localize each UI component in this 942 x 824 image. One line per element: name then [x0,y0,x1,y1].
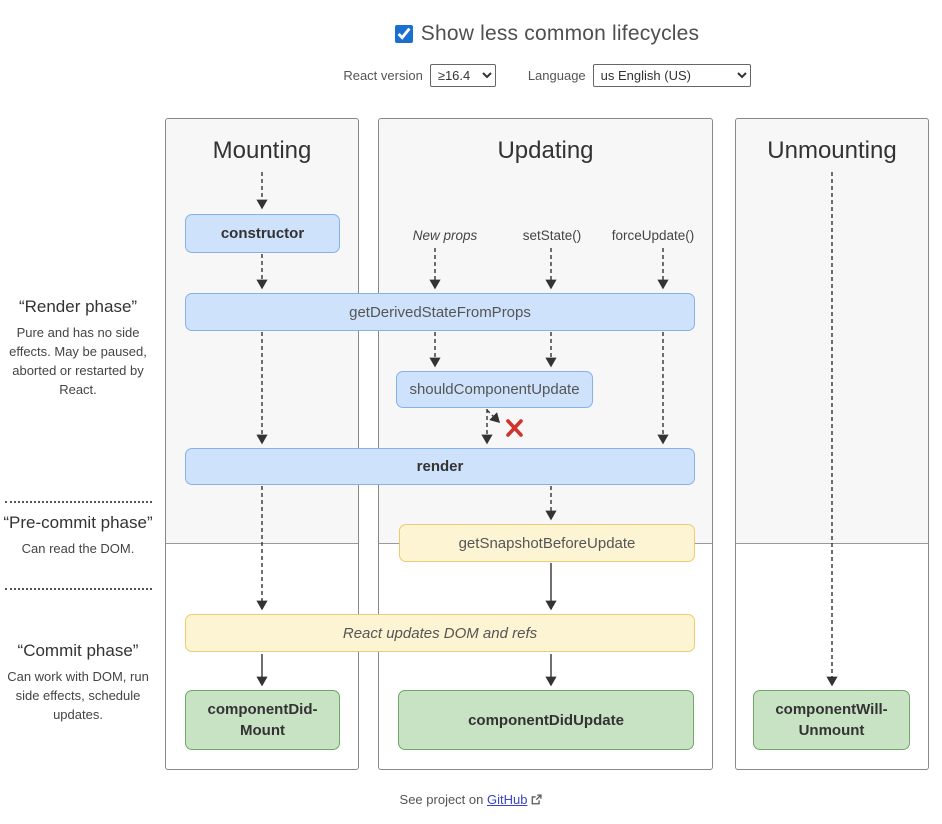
component-will-unmount-node[interactable]: componentWill- Unmount [753,690,910,750]
component-did-mount-node[interactable]: componentDid- Mount [185,690,340,750]
trigger-setstate: setState() [522,228,582,243]
show-less-common-lifecycles-checkbox[interactable] [394,25,413,43]
react-version-label: React version [343,68,423,83]
render-phase-background [736,119,928,544]
footer: See project on GitHub [0,792,942,807]
pre-commit-phase-label: “Pre-commit phase” Can read the DOM. [2,512,154,558]
render-phase-description: Pure and has no side effects. May be pau… [9,325,147,397]
get-snapshot-before-update-node[interactable]: getSnapshotBeforeUpdate [399,524,695,562]
constructor-node[interactable]: constructor [185,214,340,253]
commit-phase-description: Can work with DOM, run side effects, sch… [7,669,149,722]
column-title-updating: Updating [497,137,594,164]
footer-text: See project on [399,792,487,807]
phase-divider [5,501,152,503]
pre-commit-phase-title: “Pre-commit phase” [3,513,153,532]
column-title-mounting: Mounting [212,137,312,164]
column-title-unmounting: Unmounting [767,137,897,164]
react-updates-dom-node: React updates DOM and refs [185,614,695,652]
phase-divider [5,588,152,590]
external-link-icon [532,794,542,805]
language-select[interactable]: us English (US) [592,64,751,87]
header: Show less common lifecycles [165,22,929,46]
render-phase-label: “Render phase” Pure and has no side effe… [2,296,154,399]
show-less-common-lifecycles-label[interactable]: Show less common lifecycles [420,22,700,45]
commit-phase-label: “Commit phase” Can work with DOM, run si… [2,640,154,724]
pre-commit-phase-description: Can read the DOM. [21,541,135,556]
language-label: Language [527,68,586,83]
should-component-update-node[interactable]: shouldComponentUpdate [396,371,593,408]
get-derived-state-from-props-node[interactable]: getDerivedStateFromProps [185,293,695,331]
controls-row: React version ≥16.4 Language us English … [165,64,929,87]
column-updating: Updating [378,118,713,770]
trigger-new-props: New props [412,228,478,243]
render-node[interactable]: render [185,448,695,485]
react-version-select[interactable]: ≥16.4 [429,64,496,87]
github-link[interactable]: GitHub [486,792,528,807]
component-did-update-node[interactable]: componentDidUpdate [398,690,694,750]
trigger-forceupdate: forceUpdate() [611,228,695,243]
commit-phase-title: “Commit phase” [17,641,139,660]
column-unmounting: Unmounting [735,118,929,770]
render-phase-title: “Render phase” [18,297,138,316]
